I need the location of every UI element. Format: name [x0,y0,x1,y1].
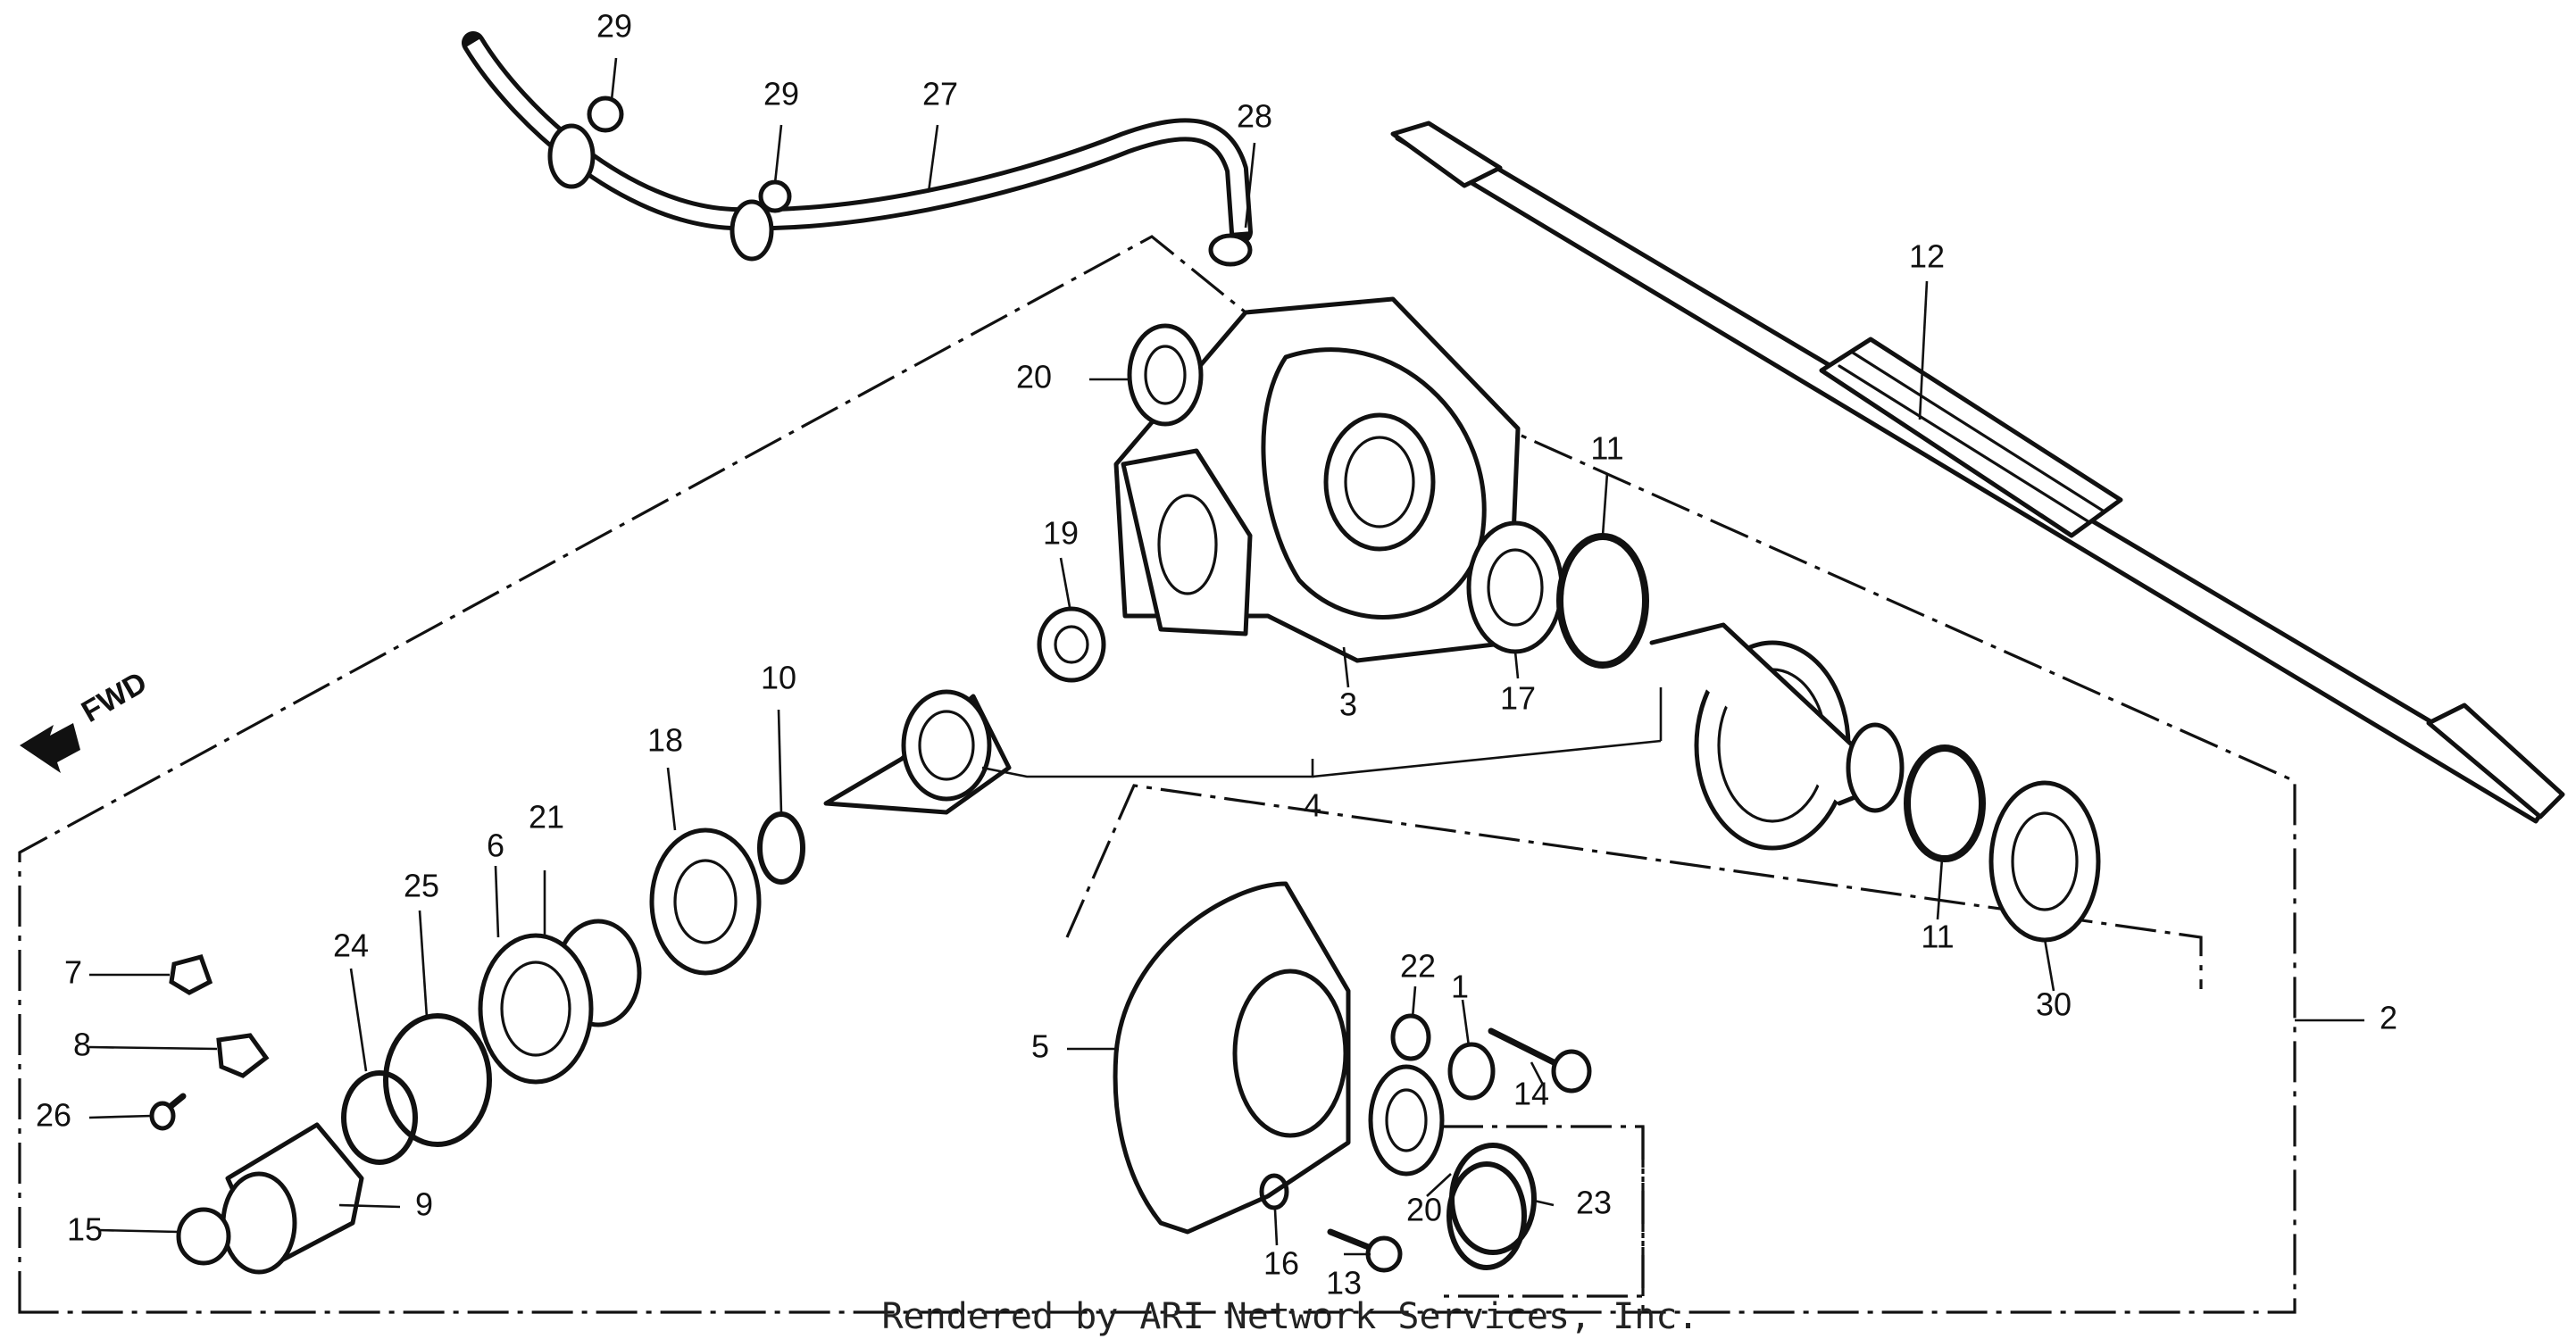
callout-17: 17 [1500,680,1536,717]
callout-23: 23 [1576,1185,1612,1221]
drive-pinion-gear [823,689,1012,815]
callout-15: 15 [67,1211,103,1248]
rear-axle-shaft [1390,121,2565,824]
callout-9: 9 [415,1186,433,1223]
callout-25: 25 [404,868,439,904]
render-credit: Rendered by ARI Network Services, Inc. [881,1296,1698,1337]
callout-12: 12 [1909,238,1945,275]
forward-direction-indicator: FWD [20,665,153,773]
callout-26: 26 [36,1097,71,1134]
callout-29a: 29 [596,8,632,45]
callout-2: 2 [2380,1000,2397,1036]
callout-7: 7 [64,954,82,991]
ring-gear-assembly [1649,622,1905,851]
small-hardware [149,96,1592,1273]
forward-arrow-icon [20,723,80,773]
callout-18: 18 [647,722,683,759]
callout-11a: 11 [1590,430,1623,467]
callout-24: 24 [333,927,369,964]
bearings-and-seals [221,323,2101,1275]
fwd-label: FWD [76,665,153,729]
callout-16: 16 [1263,1245,1299,1282]
callout-10: 10 [761,660,796,696]
leader-lines [88,57,2364,1256]
final-drive-case [1113,296,1521,663]
callout-8: 8 [73,1027,91,1063]
callout-labels: 1 2 3 4 5 6 7 8 9 10 11 11 12 13 14 15 1… [36,8,2397,1302]
callout-28: 28 [1237,98,1272,135]
callout-4: 4 [1304,787,1321,824]
callout-27: 27 [922,76,958,112]
callout-29b: 29 [763,76,799,112]
callout-21: 21 [529,799,564,836]
callout-6: 6 [487,828,504,864]
callout-5: 5 [1031,1028,1049,1065]
callout-30: 30 [2036,986,2072,1023]
callout-1: 1 [1451,969,1469,1005]
callout-3: 3 [1339,686,1357,723]
callout-20a: 20 [1016,359,1052,395]
callout-13: 13 [1326,1265,1362,1302]
breather-hose [462,31,1253,267]
callout-19: 19 [1043,515,1079,552]
callout-14: 14 [1513,1076,1549,1112]
callout-22: 22 [1400,948,1436,985]
callout-20b: 20 [1406,1192,1442,1228]
callout-11b: 11 [1921,919,1954,955]
final-gear-cover [1113,881,1445,1235]
